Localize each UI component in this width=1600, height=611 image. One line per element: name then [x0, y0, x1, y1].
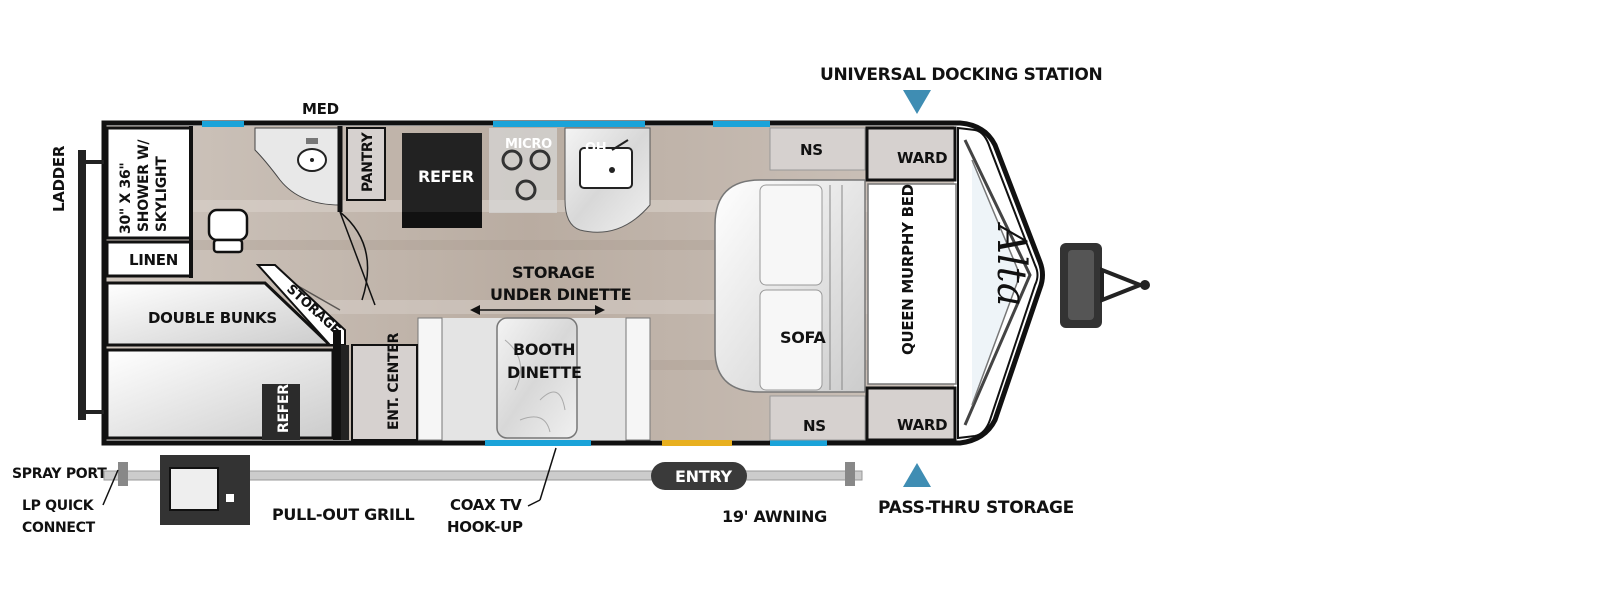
- toilet-icon: [207, 208, 249, 254]
- label-lp-quick-connect-2: CONNECT: [22, 520, 96, 536]
- label-storage-under-dinette-2: UNDER DINETTE: [490, 285, 631, 304]
- dinette: [417, 305, 651, 441]
- label-universal-docking-station: UNIVERSAL DOCKING STATION: [820, 65, 1102, 85]
- label-sofa: SOFA: [780, 328, 826, 347]
- label-ns-bottom: NS: [803, 417, 826, 435]
- ent-center: [351, 344, 418, 441]
- label-micro: MICRO: [505, 137, 552, 152]
- label-ns-top: NS: [800, 141, 823, 159]
- label-ent-center: ENT. CENTER: [386, 332, 402, 430]
- label-entry: ENTRY: [675, 467, 732, 486]
- label-shower-3: SKYLIGHT: [154, 156, 170, 232]
- label-booth-dinette-2: DINETTE: [507, 363, 582, 382]
- front-bedroom: [714, 126, 957, 442]
- hitch-icon: [1060, 243, 1150, 328]
- burner-icon: [501, 149, 551, 201]
- label-linen: LINEN: [129, 251, 178, 269]
- label-ladder: LADDER: [50, 145, 68, 212]
- label-coax-tv-2: HOOK-UP: [447, 518, 523, 536]
- brand-logo: Alta: [988, 221, 1034, 307]
- label-refer-bunk: REFER: [276, 384, 292, 433]
- bathroom: [105, 126, 376, 311]
- label-pass-thru-storage: PASS-THRU STORAGE: [878, 498, 1074, 518]
- label-refer-kitchen: REFER: [418, 167, 474, 186]
- trailer-walls: [78, 120, 1045, 446]
- label-ward-top: WARD: [897, 149, 947, 167]
- label-shower-2: SHOWER W/: [136, 139, 152, 232]
- label-med: MED: [302, 100, 339, 118]
- label-storage-under-dinette-1: STORAGE: [512, 263, 595, 282]
- label-awning: 19' AWNING: [722, 507, 827, 526]
- label-queen-murphy-bed: QUEEN MURPHY BED: [899, 184, 917, 355]
- sink-icon: [297, 138, 327, 172]
- exterior: [102, 447, 863, 525]
- windows: [202, 121, 827, 446]
- label-ward-bottom: WARD: [897, 416, 947, 434]
- down-triangle-marker: [903, 90, 931, 114]
- label-coax-tv-1: COAX TV: [450, 496, 522, 514]
- bunk-area: [105, 264, 349, 440]
- label-shower-1: 30" X 36": [118, 163, 134, 234]
- label-oh: OH: [585, 141, 606, 156]
- label-pantry: PANTRY: [360, 131, 376, 192]
- label-lp-quick-connect-1: LP QUICK: [22, 498, 95, 514]
- label-spray-port: SPRAY PORT: [12, 466, 107, 482]
- up-triangle-marker: [903, 463, 931, 487]
- entry-door-marker: [662, 440, 732, 446]
- label-booth-dinette-1: BOOTH: [513, 340, 575, 359]
- label-double-bunks: DOUBLE BUNKS: [148, 309, 277, 327]
- label-pull-out-grill: PULL-OUT GRILL: [272, 505, 415, 524]
